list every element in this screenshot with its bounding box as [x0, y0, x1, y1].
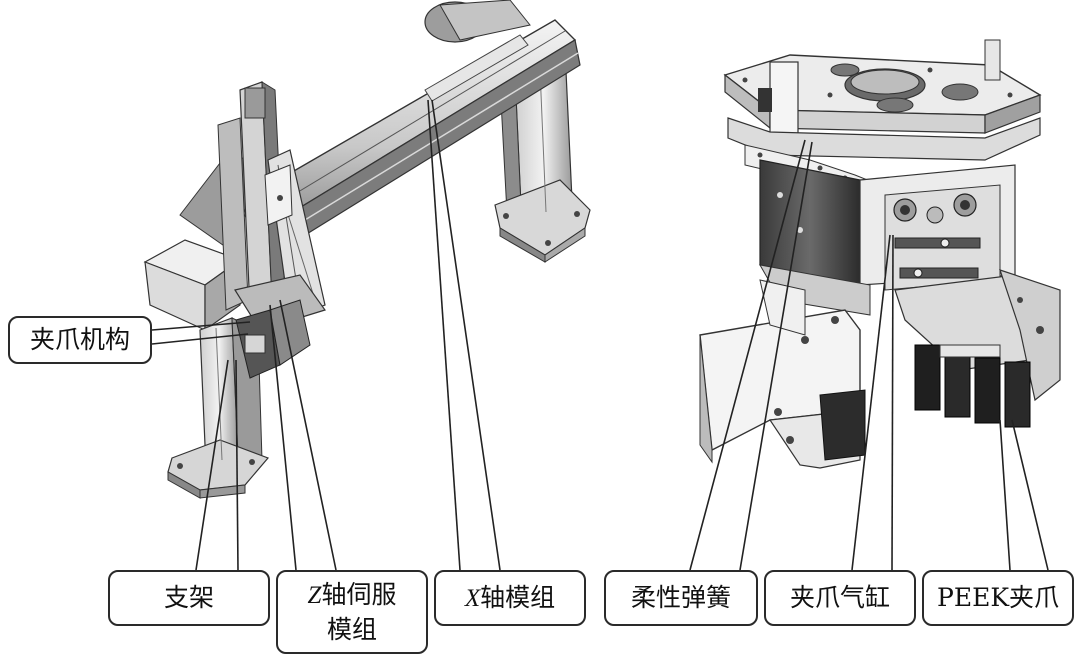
- mounting-plate-top: [723, 39, 1042, 135]
- gantry-robot: [143, 0, 591, 499]
- label-x-axis-line: X轴模组: [465, 581, 555, 616]
- label-peek-gripper: PEEK夹爪: [922, 570, 1074, 626]
- label-flexible-spring-text: 柔性弹簧: [630, 583, 731, 612]
- z-axis-servo-slide: [217, 81, 326, 319]
- left-jaw: [699, 264, 871, 469]
- label-bracket-text: 支架: [163, 583, 214, 612]
- label-peek-gripper-text: PEEK夹爪: [937, 583, 1059, 612]
- label-gripper-mechanism: 夹爪机构: [8, 316, 152, 364]
- label-x-axis-letter: X: [464, 584, 481, 612]
- gantry-gripper: [234, 274, 326, 379]
- left-support-column: [167, 317, 270, 499]
- leader-lines: [151, 99, 1049, 571]
- label-z-axis-servo-module: Z轴伺服 模组: [276, 570, 428, 654]
- gripper-cylinder: [759, 159, 1016, 291]
- label-gripper-cylinder: 夹爪气缸: [764, 570, 916, 626]
- x-axis-beam: [233, 0, 581, 259]
- gripper-assembly: [699, 39, 1061, 469]
- right-jaw: [894, 269, 1061, 428]
- label-z-axis-line2: 模组: [326, 614, 377, 644]
- label-z-axis-line1: Z轴伺服: [308, 578, 397, 613]
- label-z-axis-servo-stack: Z轴伺服 模组: [308, 578, 397, 647]
- label-x-axis-module: X轴模组: [434, 570, 586, 626]
- label-x-axis-rest: 轴模组: [480, 582, 556, 612]
- label-gripper-mechanism-text: 夹爪机构: [29, 325, 130, 354]
- label-z-axis-letter: Z: [307, 581, 322, 609]
- label-gripper-cylinder-text: 夹爪气缸: [789, 583, 890, 612]
- label-z-axis-line1-rest: 轴伺服: [321, 579, 397, 609]
- label-bracket: 支架: [108, 570, 270, 626]
- label-flexible-spring: 柔性弹簧: [604, 570, 758, 626]
